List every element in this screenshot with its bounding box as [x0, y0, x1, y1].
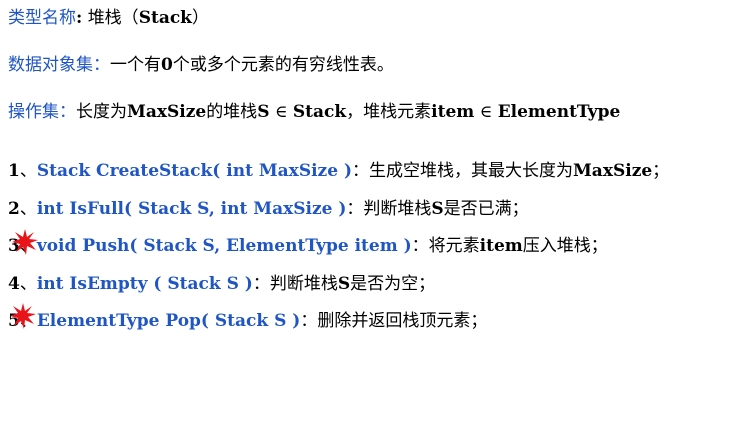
operation-desc-end: 是否已满；	[443, 199, 529, 219]
operation-colon: ：	[411, 236, 429, 256]
operation-desc-end: ；	[652, 161, 670, 181]
operation-colon: ：	[346, 199, 364, 219]
operation-item: 1、Stack CreateStack( int MaxSize )：生成空堆栈…	[8, 159, 669, 183]
operation-desc-bold: S	[431, 199, 444, 219]
operation-colon: ：	[252, 274, 270, 294]
operation-item: 2、int IsFull( Stack S, int MaxSize )：判断堆…	[8, 197, 529, 221]
operation-colon: ：	[351, 161, 369, 181]
operation-desc-bold: MaxSize	[572, 161, 653, 181]
operation-item: 5、ElementType Pop( Stack S )：删除并返回栈顶元素；	[8, 309, 487, 333]
operation-separator: 、	[19, 161, 37, 181]
operation-number: 5	[8, 311, 20, 331]
red-star-icon	[12, 229, 38, 255]
opset-s: S	[257, 102, 270, 122]
operation-signature: void Push( Stack S, ElementType item )	[36, 236, 412, 256]
operation-desc: 生成空堆栈，其最大长度为	[368, 161, 573, 181]
opset-stack: Stack	[292, 102, 347, 122]
dataset-label: 数据对象集：	[8, 55, 110, 75]
operation-item: 3、void Push( Stack S, ElementType item )…	[8, 234, 608, 258]
red-star-icon	[10, 303, 36, 329]
operation-item: 4、int IsEmpty ( Stack S )：判断堆栈S是否为空；	[8, 272, 435, 296]
operation-signature: Stack CreateStack( int MaxSize )	[36, 161, 352, 181]
opset-in2: ∈	[474, 102, 498, 122]
type-name-stack: Stack	[138, 8, 192, 28]
opset-t1: 长度为	[76, 102, 127, 122]
operation-signature: int IsFull( Stack S, int MaxSize )	[36, 199, 347, 219]
dataset-line: 数据对象集：一个有0个或多个元素的有穷线性表。	[8, 53, 394, 77]
type-name-label: 类型名称	[8, 8, 76, 28]
operation-separator: 、	[19, 274, 37, 294]
type-name-close: ）	[191, 8, 209, 28]
opset-item: item	[431, 102, 475, 122]
type-name-line: 类型名称: 堆栈（Stack）	[8, 6, 209, 30]
opset-in1: ∈	[269, 102, 293, 122]
opset-maxsize: MaxSize	[127, 102, 207, 122]
operation-separator: 、	[19, 199, 37, 219]
operation-desc: 判断堆栈	[363, 199, 432, 219]
dataset-zero: 0	[161, 55, 173, 75]
dataset-text1: 一个有	[110, 55, 161, 75]
opset-t3: ，堆栈元素	[346, 102, 432, 122]
operation-number: 1	[8, 161, 20, 181]
dataset-text2: 个或多个元素的有穷线性表。	[172, 55, 394, 75]
operation-colon: ：	[300, 311, 318, 331]
operation-desc-bold: S	[337, 274, 351, 294]
operation-desc: 判断堆栈	[269, 274, 338, 294]
operation-desc: 删除并返回栈顶元素；	[317, 311, 488, 331]
operation-desc-bold: item	[479, 236, 523, 256]
type-name-value: 堆栈（	[87, 8, 139, 28]
opset-label: 操作集：	[8, 102, 76, 122]
operation-desc: 将元素	[428, 236, 480, 256]
operation-signature: int IsEmpty ( Stack S )	[36, 274, 253, 294]
operation-signature: ElementType Pop( Stack S )	[36, 311, 301, 331]
operation-number: 4	[8, 274, 20, 294]
operation-desc-end: 是否为空；	[350, 274, 436, 294]
operation-number: 3	[8, 236, 20, 256]
type-name-colon: :	[76, 8, 83, 28]
opset-t2: 的堆栈	[206, 102, 258, 122]
operation-number: 2	[8, 199, 20, 219]
operation-desc-end: 压入堆栈；	[522, 236, 608, 256]
opset-line: 操作集：长度为MaxSize的堆栈S ∈ Stack，堆栈元素item ∈ El…	[8, 100, 620, 124]
opset-elemtype: ElementType	[497, 102, 621, 122]
